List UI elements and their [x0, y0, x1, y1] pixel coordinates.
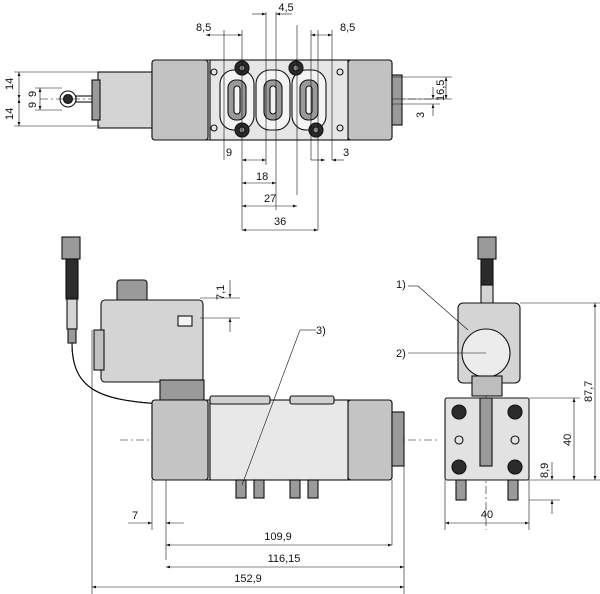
end-screws	[451, 404, 523, 475]
dim-7-1: 7,1	[215, 285, 227, 300]
dim-9-left-b: 9	[27, 102, 39, 108]
dim-9-left-a: 9	[27, 91, 39, 97]
callout-2: 2)	[396, 348, 406, 360]
callout-1: 1)	[396, 279, 406, 291]
dim-152-9: 152,9	[234, 573, 262, 585]
dim-87-7: 87,7	[583, 381, 595, 402]
callout-3: 3)	[316, 325, 326, 337]
end-view: 1) 2) 87,7 40 8,9 40	[396, 236, 600, 530]
dim-7: 7	[132, 510, 138, 522]
dim-8-5-left: 8,5	[196, 22, 211, 34]
side-view: 3) 7,1 7 109,9 116,15 152,9	[61, 236, 440, 594]
dim-16-5: 16,5	[435, 80, 447, 101]
solenoid-coil-side	[93, 279, 205, 401]
top-view: 8,5 4,5 8,5 14 9 9 14 16,5 3 9 3 18 27 3…	[4, 2, 452, 232]
dim-4-5: 4,5	[278, 2, 293, 14]
dim-14-top: 14	[4, 78, 16, 90]
dim-109-9: 109,9	[264, 531, 292, 543]
dim-9-bottom: 9	[226, 147, 232, 159]
solenoid-coil-end	[457, 302, 521, 397]
push-in-fittings-side	[235, 479, 319, 499]
dim-3-right: 3	[415, 112, 427, 118]
dim-40-vertical: 40	[562, 434, 574, 446]
dim-36: 36	[274, 216, 286, 228]
dim-116-15: 116,15	[268, 553, 301, 565]
dim-8-9: 8,9	[539, 463, 551, 478]
dim-18: 18	[256, 171, 268, 183]
coil-housing-top	[97, 71, 157, 129]
dim-3-bottom: 3	[343, 147, 349, 159]
cable-connector-side	[61, 236, 161, 405]
dim-27: 27	[264, 193, 276, 205]
dim-14-bottom: 14	[4, 108, 16, 120]
port-slots	[219, 69, 327, 131]
dim-40-horizontal: 40	[481, 509, 493, 521]
dim-8-5-right: 8,5	[340, 22, 355, 34]
